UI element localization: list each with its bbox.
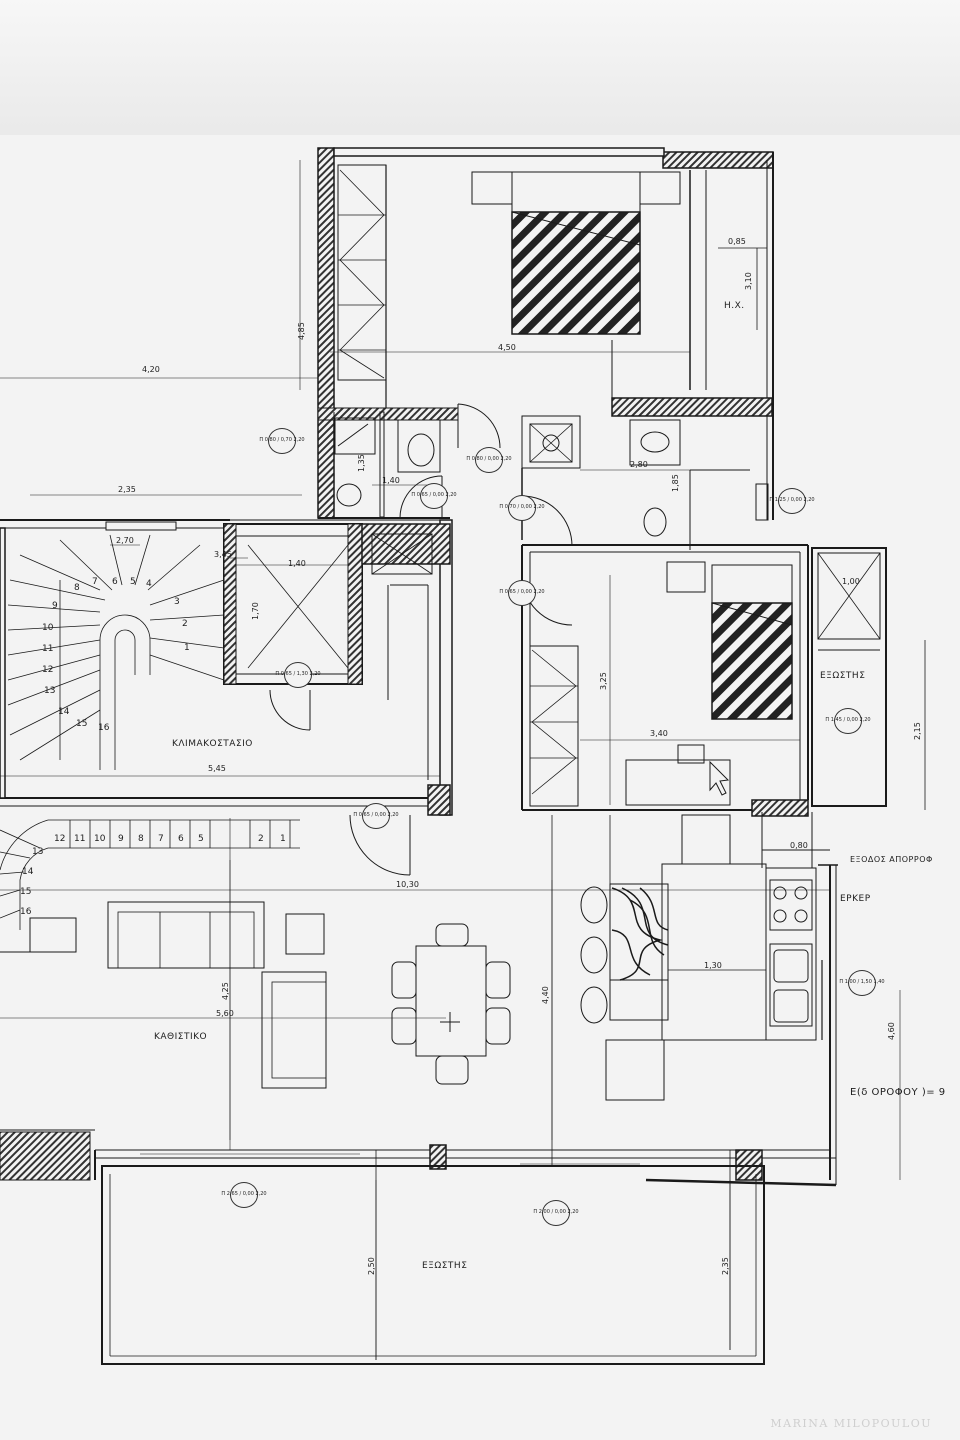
dim-label: 1,40 (382, 476, 400, 485)
dim-label: 3,10 (744, 272, 753, 290)
dim-label: 3,40 (650, 729, 668, 738)
stair-step-number: 15 (76, 719, 88, 729)
dim-label: 0,85 (728, 237, 746, 246)
stair-step-number: 12 (42, 665, 54, 675)
stair-step-number: 13 (32, 847, 44, 857)
dim-label: 2,35 (721, 1257, 730, 1275)
dim-label: 2,15 (913, 722, 922, 740)
kitchen-counter (765, 864, 838, 1185)
room-label-living: ΚΑΘΙΣΤΙΚΟ (154, 1032, 208, 1042)
dimension-lines (0, 160, 901, 1360)
door-tag: Π 0,80 / 0,00 2,20 (466, 447, 512, 473)
stair-step-number: 10 (42, 623, 54, 633)
second-bedroom (521, 544, 809, 817)
door-tag: Π 1,45 / 0,00 2,20 (825, 708, 871, 734)
dim-label: 1,40 (288, 559, 306, 568)
dim-label: 10,30 (396, 880, 419, 889)
stair-step-number: 1 (280, 834, 286, 844)
stair-step-number: 10 (94, 834, 106, 844)
stair-step-number: 1 (184, 643, 190, 653)
dim-label: 1,70 (251, 602, 260, 620)
living-area (0, 812, 830, 1165)
dim-label: 4,25 (221, 982, 230, 1000)
stair-step-number: 6 (178, 834, 184, 844)
stair-step-number: 11 (74, 834, 86, 844)
dim-label: 5,60 (216, 1009, 234, 1018)
stair-step-number: 7 (158, 834, 164, 844)
room-label-terrace: ΕΞΩΣΤΗΣ (422, 1261, 468, 1271)
stair-step-number: 5 (130, 577, 136, 587)
dim-label: 3,45 (214, 550, 232, 559)
dim-label: 3,25 (599, 672, 608, 690)
stair-step-number: 11 (42, 644, 54, 654)
master-bedroom (337, 164, 767, 410)
stair-step-number: 7 (92, 577, 98, 587)
room-label-erker: ΕΡΚΕΡ (840, 894, 871, 904)
room-label-stairwell: ΚΛΙΜΑΚΟΣΤΑΣΙΟ (172, 739, 253, 749)
stair-step-number: 3 (174, 597, 180, 607)
dim-label: 4,85 (297, 322, 306, 340)
dim-label: 2,70 (116, 536, 134, 545)
stair-block (0, 521, 451, 799)
dim-label: 2,50 (367, 1257, 376, 1275)
dim-label: 0,80 (790, 841, 808, 850)
door-tag: Π 0,80 / 0,70 2,20 (259, 428, 305, 454)
label-hood-exit: ΕΞΟΔΟΣ ΑΠΟΡΡΟΦ (850, 855, 933, 864)
door-tag: Π 0,65 / 0,00 2,20 (353, 803, 399, 829)
door-tag: Π 0,70 / 0,00 2,20 (499, 495, 545, 521)
stair-step-number: 6 (112, 577, 118, 587)
dim-label: 2,80 (630, 460, 648, 469)
stair-step-number: 5 (198, 834, 204, 844)
dim-label: 4,20 (142, 365, 160, 374)
door-tag: Π 0,65 / 0,00 2,20 (499, 580, 545, 606)
stair-step-number: 15 (20, 887, 32, 897)
door-tag: Π 0,65 / 1,30 2,20 (275, 662, 321, 688)
dim-label: 1,35 (357, 454, 366, 472)
lower-stair-lines (0, 819, 300, 930)
dim-label: 2,35 (118, 485, 136, 494)
stair-step-number: 9 (52, 601, 58, 611)
dim-label: 4,50 (498, 343, 516, 352)
door-tag: Π 1,00 / 1,50 1,40 (839, 970, 885, 996)
stair-step-number: 16 (98, 723, 110, 733)
stair-step-number: 8 (138, 834, 144, 844)
dim-label: 4,60 (887, 1022, 896, 1040)
exterior-walls (0, 147, 774, 816)
stair-step-number: 2 (258, 834, 264, 844)
stair-step-number: 4 (146, 579, 152, 589)
door-tag: Π 2,00 / 0,00 2,20 (533, 1200, 579, 1226)
watermark: MARINA MILOPOULOU (770, 1417, 932, 1430)
stair-step-number: 16 (20, 907, 32, 917)
room-label-balcony-right: ΕΞΩΣΤΗΣ (820, 671, 866, 681)
stair-step-number: 14 (22, 867, 34, 877)
door-tag: Π 1,25 / 0,00 2,20 (769, 488, 815, 514)
dim-label: 1,30 (704, 961, 722, 970)
stair-step-number: 12 (54, 834, 66, 844)
dim-label: 5,45 (208, 764, 226, 773)
label-floor-note: Ε(δ ΟΡΟΦΟΥ )= 9 (850, 1087, 946, 1098)
south-wall-terrace (0, 1129, 837, 1365)
monitor-bezel (0, 0, 960, 140)
stair-step-number: 13 (44, 686, 56, 696)
dim-label: 1,00 (842, 577, 860, 586)
door-tag: Π 0,65 / 0,00 2,20 (411, 483, 457, 509)
stair-step-number: 8 (74, 583, 80, 593)
right-balcony (811, 547, 926, 810)
stair-step-number: 2 (182, 619, 188, 629)
stair-step-number: 14 (58, 707, 70, 717)
dim-label: 4,40 (541, 986, 550, 1004)
room-label-hx: Η.Χ. (724, 301, 745, 311)
stair-step-number: 9 (118, 834, 124, 844)
upper-stair-lines (7, 534, 225, 770)
door-tag: Π 2,65 / 0,00 2,20 (221, 1182, 267, 1208)
bathrooms (317, 397, 773, 550)
dim-label: 1,85 (671, 474, 680, 492)
